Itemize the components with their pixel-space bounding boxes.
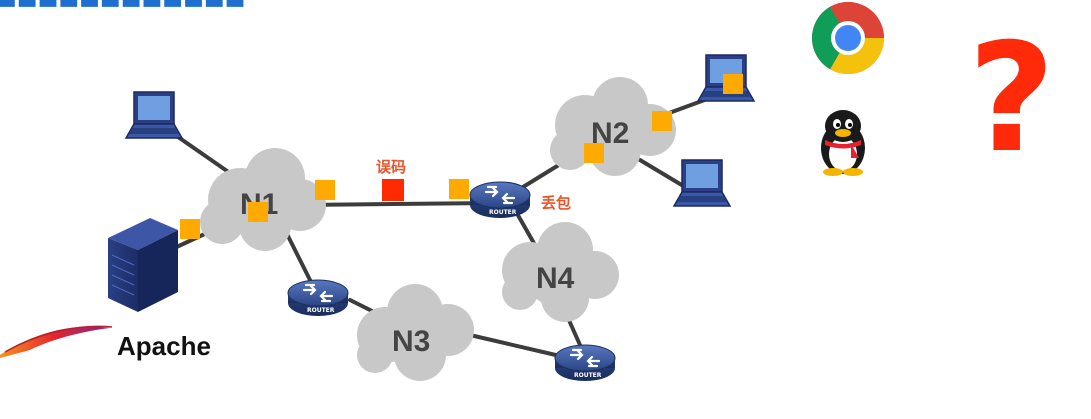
laptop-right-bottom [673,159,731,207]
packet-link-3 [449,179,469,199]
packet-server [180,219,200,239]
bit-error-label: 误码 [376,158,406,176]
router-label: ROUTER [489,209,517,216]
laptop-icon [673,159,731,207]
cloud-n3: N3 [357,284,474,381]
laptop-left [125,91,183,139]
link-router1-n4 [513,208,537,247]
packet-laptop-top [723,74,743,94]
apache-feather-icon [0,325,113,358]
network-label-n4: N4 [536,262,575,295]
packet-loss-label: 丢包 [541,194,571,212]
link-n3-router3 [468,333,562,358]
packet-link-1 [315,180,335,200]
question-mark: ? [968,12,1055,186]
packet-n1 [248,202,268,222]
server-icon [108,218,178,312]
chrome-icon [811,1,884,75]
laptop-icon [125,91,183,139]
apache-label: Apache [117,331,211,361]
network-label-n3: N3 [392,325,430,358]
error-packet [382,179,404,201]
router-label: ROUTER [307,307,335,314]
packet-n2 [584,143,604,163]
cloud-n4: N4 [502,222,619,322]
router-bottom: ROUTER [553,343,617,383]
packet-n2-right [652,111,672,131]
router-upper: ROUTER [468,180,532,220]
qq-penguin-icon [821,110,865,176]
router-left: ROUTER [286,278,350,318]
router-label: ROUTER [574,372,602,379]
page-title: ■■■■■■■■■■■■ [0,0,245,10]
link-n1-router1 [298,201,497,207]
